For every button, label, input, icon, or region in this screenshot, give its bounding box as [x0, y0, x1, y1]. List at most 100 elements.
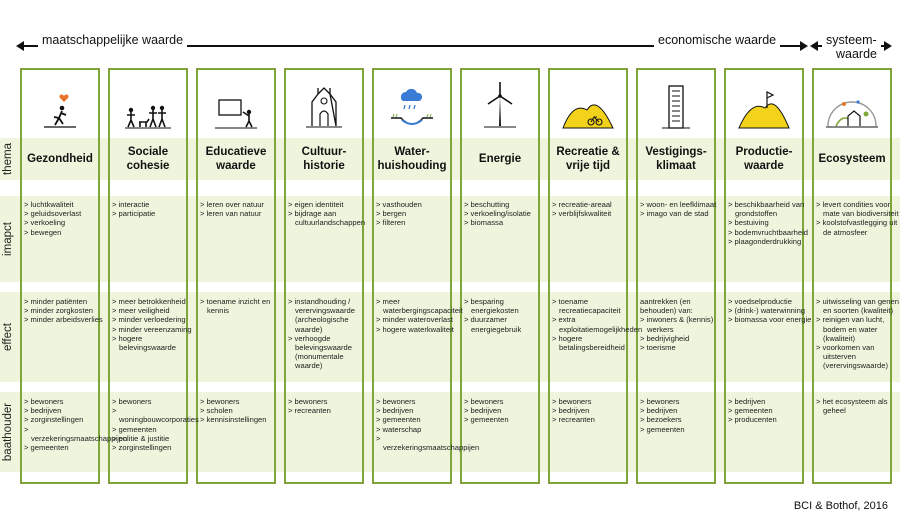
- title-cultuurhistorie: Cultuur-historie: [284, 145, 364, 173]
- impact-item: plaagonderdrukking: [728, 237, 812, 246]
- effect-item: hogere belevingswaarde: [112, 334, 196, 352]
- impact-item: beschikbaarheid van grondstoffen: [728, 200, 812, 218]
- impact-list-9: levert condities voor mate van biodivers…: [816, 200, 900, 237]
- stakeholder-item: bedrijven: [376, 406, 460, 415]
- column-frame-gezondheid: [20, 68, 100, 484]
- hills-bicycle-icon: [548, 75, 628, 130]
- stakeholder-item: verzekeringsmaatschappijen: [376, 434, 479, 452]
- stakeholder-item: bewoners: [200, 397, 284, 406]
- effect-item: verhoogde belevingswaarde (monumentale w…: [288, 334, 372, 371]
- impact-item: eigen identiteit: [288, 200, 372, 209]
- effect-item: extra exploitatiemogelijkheden: [552, 315, 643, 333]
- societal-economic-arrow: [16, 41, 808, 51]
- impact-item: filteren: [376, 218, 460, 227]
- impact-item: bijdrage aan cultuurlandschappen: [288, 209, 372, 227]
- row-label-stakeholder: baathouder: [2, 402, 15, 462]
- impact-list-0: luchtkwaliteitgeluidsoverlastverkoelingb…: [24, 200, 108, 237]
- stakeholder-list-5: bewonersbedrijvengemeenten: [464, 397, 548, 425]
- economic-value-label: economische waarde: [654, 33, 781, 47]
- stakeholder-item: bezoekers: [640, 415, 724, 424]
- column-frame-sociale-cohesie: [108, 68, 188, 484]
- title-line: Sociale: [127, 146, 169, 158]
- row-label-effect: effect: [2, 323, 15, 351]
- effect-item: minder arbeidsverlies: [24, 315, 108, 324]
- impact-list-4: vasthoudenbergenfilteren: [376, 200, 460, 228]
- effect-item: reinigen van lucht, bodem en water (kwal…: [816, 315, 900, 343]
- title-line: Productie-: [735, 146, 793, 158]
- effect-item: inwoners & (kennis) werkers: [640, 315, 724, 333]
- title-line: Water-: [394, 146, 430, 158]
- impact-item: luchtkwaliteit: [24, 200, 108, 209]
- title-line: Gezondheid: [27, 153, 93, 165]
- church-icon: [284, 75, 364, 130]
- impact-list-1: interactieparticipatie: [112, 200, 196, 218]
- title-line: historie: [303, 160, 345, 172]
- stakeholder-item: gemeenten: [728, 406, 812, 415]
- impact-item: bestuiving: [728, 218, 812, 227]
- stakeholder-item: bewoners: [464, 397, 548, 406]
- stakeholder-item: zorginstellingen: [24, 415, 108, 424]
- stakeholder-item: waterschap: [376, 425, 460, 434]
- impact-item: recreatie-areaal: [552, 200, 636, 209]
- impact-item: verblijfskwaliteit: [552, 209, 636, 218]
- effect-item: minder verloedering: [112, 315, 196, 324]
- stakeholder-item: gemeenten: [112, 425, 196, 434]
- title-line: Ecosysteem: [818, 153, 886, 165]
- row-label-impact: imapct: [2, 222, 14, 256]
- title-waterhuishouding: Water-huishouding: [372, 145, 452, 173]
- stakeholder-list-2: bewonersscholenkennisinstellingen: [200, 397, 284, 425]
- effect-item: toerisme: [640, 343, 724, 352]
- impact-list-8: beschikbaarheid van grondstoffenbestuivi…: [728, 200, 812, 246]
- stakeholder-list-6: bewonersbedrijvenrecreanten: [552, 397, 636, 425]
- effect-item: minder vereenzaming: [112, 325, 196, 334]
- impact-item: imago van de stad: [640, 209, 724, 218]
- societal-value-label: maatschappelijke waarde: [38, 33, 188, 47]
- stakeholder-item: bewoners: [640, 397, 724, 406]
- column-frame-educatieve-waarde: [196, 68, 276, 484]
- title-recreatie: Recreatie &vrije tijd: [548, 145, 628, 173]
- effect-item: hogere waterkwaliteit: [376, 325, 460, 334]
- impact-list-2: leren over natuurleren van natuur: [200, 200, 284, 218]
- column-frame-energie: [460, 68, 540, 484]
- effect-list-7: aantrekken (en behouden) van:inwoners & …: [640, 297, 724, 352]
- stakeholder-item: bewoners: [288, 397, 372, 406]
- stakeholder-item: scholen: [200, 406, 284, 415]
- effect-item: hogere betalingsbereidheid: [552, 334, 636, 352]
- stakeholder-item: bedrijven: [640, 406, 724, 415]
- title-line: huishouding: [377, 160, 447, 172]
- impact-item: vasthouden: [376, 200, 460, 209]
- effect-list-0: minder patiëntenminder zorgkostenminder …: [24, 297, 108, 325]
- effect-item: besparing energiekosten: [464, 297, 548, 315]
- impact-item: verkoeling: [24, 218, 108, 227]
- title-gezondheid: Gezondheid: [20, 152, 100, 166]
- title-line: vrije tijd: [565, 160, 611, 172]
- stakeholder-item: producenten: [728, 415, 812, 424]
- wind-turbine-icon: [460, 75, 540, 130]
- credit-text: BCI & Bothof, 2016: [793, 500, 888, 512]
- effect-list-4: meer waterbergingscapaciteitminder water…: [376, 297, 463, 334]
- stakeholder-item: recreanten: [288, 406, 372, 415]
- impact-list-5: beschuttingverkoeling/isolatiebiomassa: [464, 200, 548, 228]
- impact-item: levert condities voor mate van biodivers…: [816, 200, 900, 218]
- effect-item: meer veiligheid: [112, 306, 196, 315]
- title-productiewaarde: Productie-waarde: [724, 145, 804, 173]
- impact-item: leren over natuur: [200, 200, 284, 209]
- effect-item: voedselproductie: [728, 297, 812, 306]
- impact-item: participatie: [112, 209, 196, 218]
- effect-item: uitwisseling van genen en soorten (kwali…: [816, 297, 900, 315]
- effect-item: biomassa voor energie: [728, 315, 812, 324]
- impact-item: koolstofvastlegging uit de atmosfeer: [816, 218, 900, 236]
- impact-item: bewegen: [24, 228, 108, 237]
- teacher-board-icon: [196, 75, 276, 130]
- column-frame-ecosysteem: [812, 68, 892, 484]
- effect-item: voorkomen van uitsterven (verervingswaar…: [816, 343, 900, 371]
- runner-heart-icon: [20, 75, 100, 130]
- effect-item: bedrijvigheid: [640, 334, 724, 343]
- stakeholder-item: woningbouwcorporaties: [112, 406, 199, 424]
- hills-flag-icon: [724, 75, 804, 130]
- title-ecosysteem: Ecosysteem: [812, 152, 892, 166]
- title-line: Educatieve: [205, 146, 267, 158]
- effect-list-6: toename recreatiecapaciteitextra exploit…: [552, 297, 643, 352]
- title-line: Cultuur-: [301, 146, 347, 158]
